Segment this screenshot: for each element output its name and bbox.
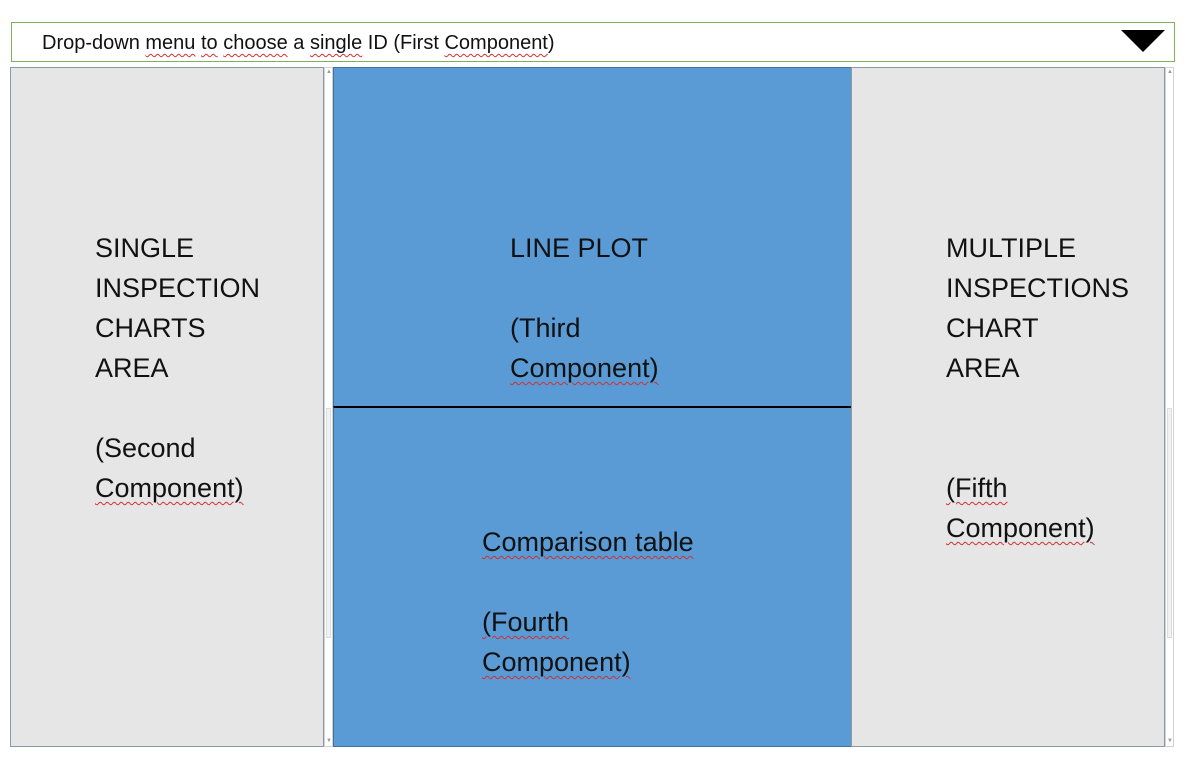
- scroll-down-icon[interactable]: ▼: [326, 738, 332, 744]
- single-inspection-charts-area: SINGLE INSPECTION CHARTS AREA (Second Co…: [10, 67, 324, 747]
- text-line: (Fourth: [482, 607, 570, 637]
- line-plot-area: LINE PLOT (Third Component): [333, 67, 852, 407]
- text-line: CHART: [946, 313, 1039, 343]
- text-line: AREA: [95, 353, 169, 383]
- dropdown-label-part: ID (First: [362, 32, 445, 54]
- text-line: Component): [95, 473, 244, 503]
- text-line: CHARTS: [95, 313, 206, 343]
- fourth-component-text: Comparison table (Fourth Component): [482, 522, 694, 682]
- dropdown-label: Drop-down menu to choose a single ID (Fi…: [42, 32, 555, 55]
- multiple-inspections-chart-area: MULTIPLE INSPECTIONS CHART AREA (Fifth C…: [851, 67, 1165, 747]
- text-line: (Fifth: [946, 473, 1008, 503]
- scroll-down-icon[interactable]: ▼: [1167, 738, 1173, 744]
- text-line: [946, 388, 1129, 428]
- left-scrollbar[interactable]: ▲ ▼: [324, 67, 333, 747]
- dropdown-label-part: Component: [444, 32, 548, 54]
- dropdown-label-part: menu: [145, 32, 196, 54]
- scroll-up-icon[interactable]: ▲: [1167, 69, 1173, 75]
- triangle-down-icon[interactable]: [1121, 30, 1165, 52]
- dropdown-label-part: to: [200, 32, 218, 54]
- right-scrollbar[interactable]: ▲ ▼: [1165, 67, 1174, 747]
- text-line: LINE PLOT: [510, 233, 649, 263]
- scroll-up-icon[interactable]: ▲: [326, 69, 332, 75]
- text-line: [482, 562, 694, 602]
- dropdown-label-part: ): [547, 32, 555, 54]
- text-line: AREA: [946, 353, 1020, 383]
- second-component-text: SINGLE INSPECTION CHARTS AREA (Second Co…: [95, 228, 260, 508]
- text-line: Component): [510, 353, 659, 383]
- text-line: Comparison table: [482, 527, 694, 557]
- text-line: (Third: [510, 313, 581, 343]
- text-line: (Second: [95, 433, 196, 463]
- text-line: SINGLE: [95, 233, 195, 263]
- text-line: INSPECTIONS: [946, 273, 1130, 303]
- dropdown-label-part: Drop-down: [42, 32, 146, 54]
- id-dropdown[interactable]: Drop-down menu to choose a single ID (Fi…: [11, 22, 1175, 62]
- text-line: Component): [946, 513, 1095, 543]
- text-line: [95, 388, 260, 428]
- fifth-component-text: MULTIPLE INSPECTIONS CHART AREA (Fifth C…: [946, 228, 1129, 548]
- scroll-thumb[interactable]: [326, 408, 331, 638]
- text-line: [510, 268, 659, 308]
- text-line: Component): [482, 647, 631, 677]
- dropdown-label-part: choose: [223, 32, 288, 54]
- text-line: MULTIPLE: [946, 233, 1077, 263]
- dropdown-label-part: single: [309, 32, 363, 54]
- text-line: INSPECTION: [95, 273, 261, 303]
- text-line: [946, 428, 1129, 468]
- dropdown-label-part: a: [287, 32, 310, 54]
- comparison-table-area: Comparison table (Fourth Component): [333, 406, 852, 747]
- scroll-thumb[interactable]: [1167, 408, 1172, 638]
- third-component-text: LINE PLOT (Third Component): [510, 228, 659, 388]
